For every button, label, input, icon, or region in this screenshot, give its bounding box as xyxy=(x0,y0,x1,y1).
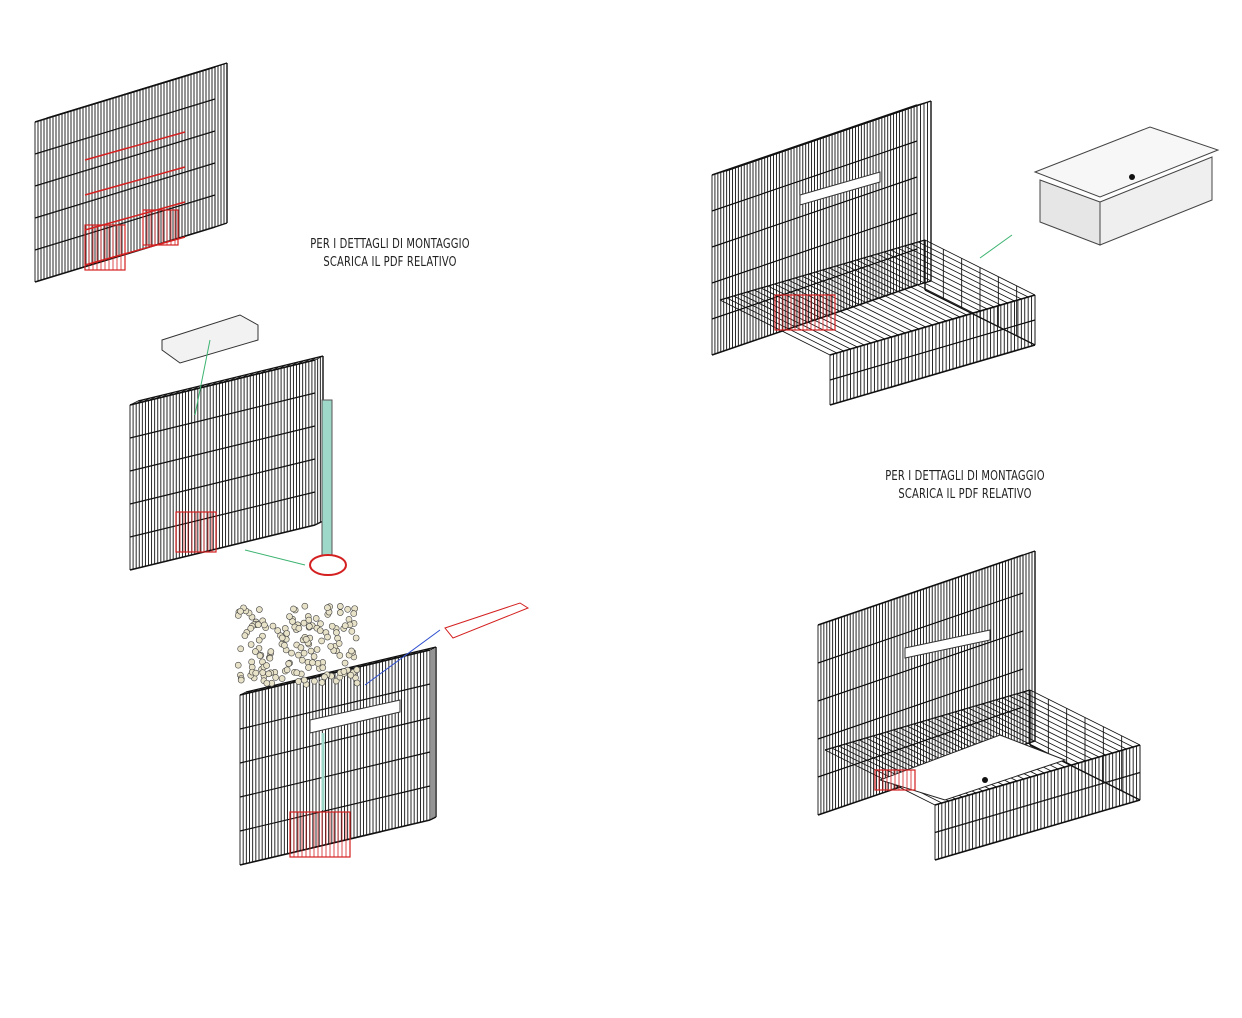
gabion-back-wall-top xyxy=(712,101,931,355)
water-pipe xyxy=(322,400,332,560)
spillway-tray xyxy=(162,315,258,363)
small-spillway xyxy=(445,603,528,638)
note-line-1: PER I DETTAGLI DI MONTAGGIO xyxy=(288,236,492,254)
gabion-wall-1 xyxy=(35,63,227,282)
arrow xyxy=(980,235,1012,258)
assembly-note-right: PER I DETTAGLI DI MONTAGGIO SCARICA IL P… xyxy=(863,468,1067,504)
pump xyxy=(310,555,346,575)
stone-fill xyxy=(235,603,360,687)
note-line-2: SCARICA IL PDF RELATIVO xyxy=(288,254,492,272)
assembly-note-left: PER I DETTAGLI DI MONTAGGIO SCARICA IL P… xyxy=(288,236,492,272)
drain xyxy=(982,777,988,783)
note-line-1: PER I DETTAGLI DI MONTAGGIO xyxy=(863,468,1067,486)
note-line-2: SCARICA IL PDF RELATIVO xyxy=(863,486,1067,504)
basin xyxy=(1035,127,1218,245)
gabion-wall-2 xyxy=(130,356,323,570)
arrow xyxy=(245,550,305,565)
